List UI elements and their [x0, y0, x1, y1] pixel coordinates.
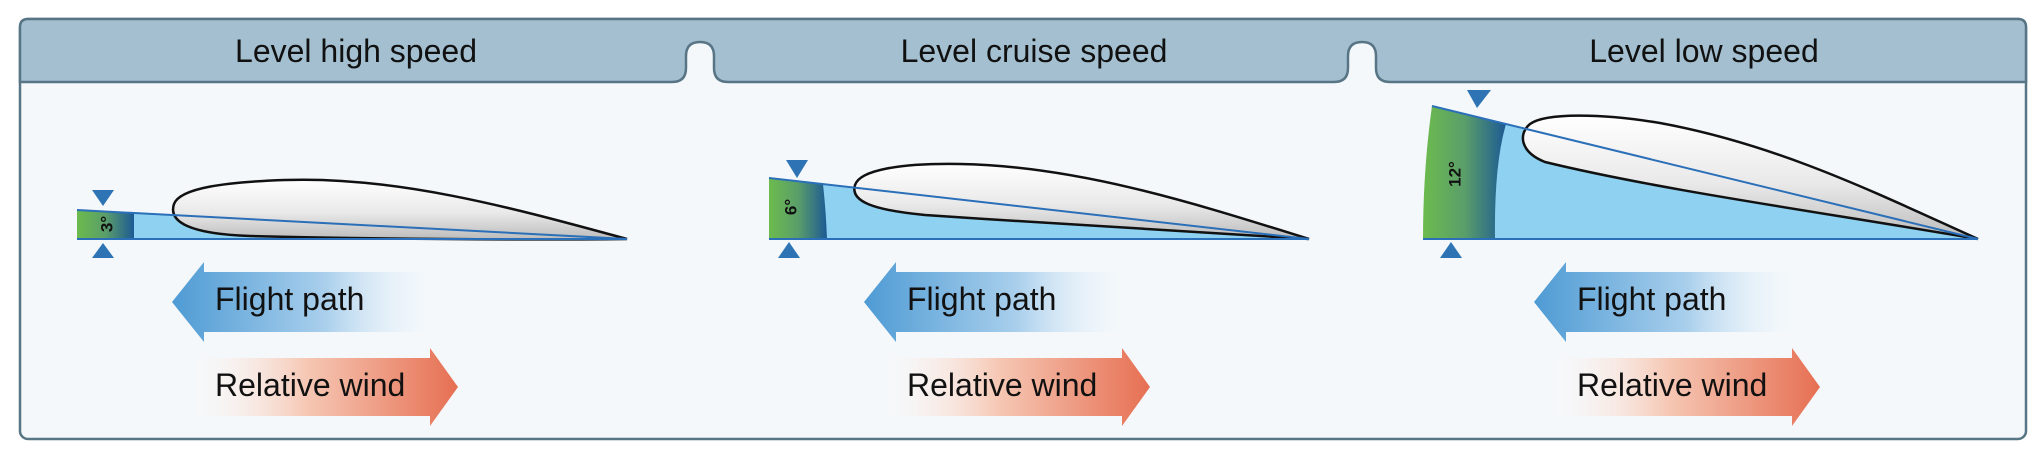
angle-band	[77, 210, 134, 239]
relative-wind-label: Relative wind	[907, 367, 1097, 403]
flight-path-arrow: Flight path	[172, 262, 450, 342]
panel-title: Level cruise speed	[901, 33, 1168, 69]
chord-marker-icon	[786, 160, 808, 178]
left-arrow-icon	[864, 262, 1142, 342]
panel-level-low-speed: Level low speed 12° Flight path Relative…	[1423, 33, 1979, 426]
horizon-marker-icon	[778, 242, 800, 258]
chord-line	[1431, 105, 1979, 240]
relative-wind-label: Relative wind	[215, 367, 405, 403]
panel-title: Level low speed	[1589, 33, 1818, 69]
flight-path-label: Flight path	[215, 281, 364, 317]
flight-path-label: Flight path	[1577, 281, 1726, 317]
header-band	[18, 17, 2028, 84]
right-arrow-icon	[178, 348, 458, 426]
airfoil-group: 6°	[768, 160, 1310, 258]
relative-wind-arrow: Relative wind	[870, 348, 1150, 426]
flight-path-arrow: Flight path	[864, 262, 1142, 342]
chord-line	[76, 209, 628, 240]
panel-title: Level high speed	[235, 33, 477, 69]
left-arrow-icon	[172, 262, 450, 342]
horizon-marker-icon	[1440, 242, 1462, 258]
airfoil	[1521, 114, 1979, 241]
relative-wind-arrow: Relative wind	[1540, 348, 1820, 426]
chord-marker-icon	[92, 190, 114, 206]
airfoil-group: 12°	[1423, 90, 1979, 258]
angle-band	[1423, 106, 1506, 239]
angle-label: 3°	[97, 216, 116, 232]
angle-band	[769, 178, 827, 239]
horizon-marker-icon	[92, 243, 114, 258]
chord-line	[768, 177, 1310, 240]
panel-level-high-speed: Level high speed 3° Flight path Relative…	[76, 33, 628, 426]
relative-wind-label: Relative wind	[1577, 367, 1767, 403]
airfoil-group: 3°	[76, 178, 628, 258]
airfoil	[853, 162, 1310, 241]
relative-wind-arrow: Relative wind	[178, 348, 458, 426]
right-arrow-icon	[1540, 348, 1820, 426]
chord-marker-icon	[1467, 90, 1491, 108]
flight-path-label: Flight path	[907, 281, 1056, 317]
angle-label: 6°	[781, 199, 800, 215]
panel-level-cruise-speed: Level cruise speed 6° Flight path Relati…	[768, 33, 1310, 426]
right-arrow-icon	[870, 348, 1150, 426]
flight-path-arrow: Flight path	[1534, 262, 1812, 342]
left-arrow-icon	[1534, 262, 1812, 342]
angle-label: 12°	[1445, 161, 1464, 187]
